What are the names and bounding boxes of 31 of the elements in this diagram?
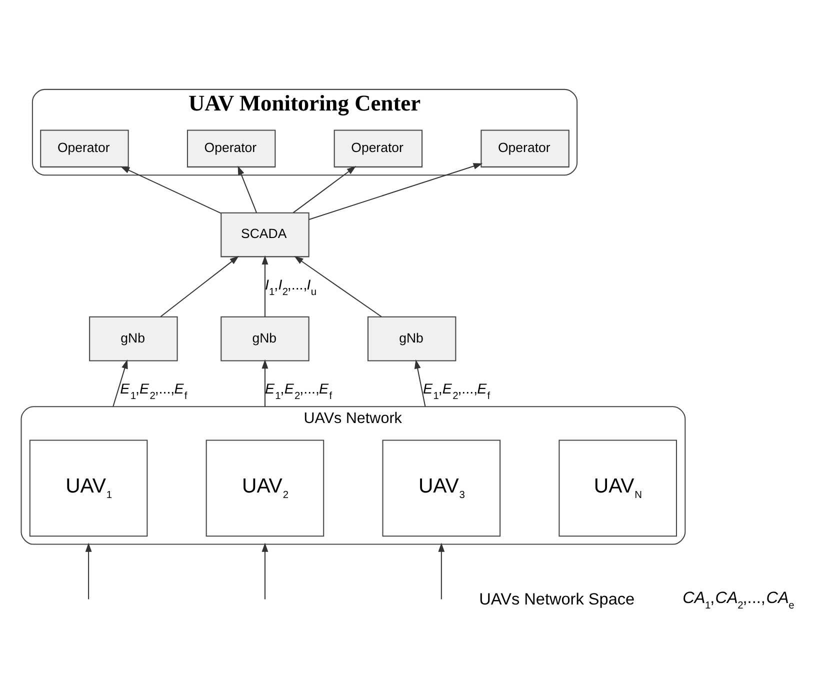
edge-label: E$_{1}$,E$_{2}$,...,E$_{f}$	[422, 381, 490, 402]
arrow	[120, 166, 221, 214]
node-box: gNb	[88, 316, 178, 361]
arrow	[84, 542, 92, 599]
edge-label: E$_{1}$,E$_{2}$,...,E$_{f}$	[120, 381, 187, 402]
node-box: UAV$_{1}$	[28, 439, 148, 536]
node-box: gNb	[366, 316, 456, 361]
arrow	[294, 256, 382, 317]
node-box: UAV$_{3}$	[382, 439, 500, 536]
label: CA$_{1}$,CA$_{2}$,...,CA$_{e}$	[682, 588, 794, 612]
edge-label: I$_{1}$,I$_{2}$,...,I$_{u}$	[264, 277, 316, 298]
node-box: Operator	[186, 129, 276, 167]
node-box: Operator	[40, 129, 128, 167]
node-box: UAV$_{N}$	[558, 439, 676, 536]
arrow	[292, 166, 356, 213]
node-box: Operator	[480, 129, 569, 167]
node-box: gNb	[220, 316, 309, 361]
edge-label: E$_{1}$,E$_{2}$,...,E$_{f}$	[264, 381, 332, 402]
arrow	[414, 358, 426, 406]
arrow	[160, 255, 238, 317]
arrow	[308, 162, 482, 220]
node-box: UAV$_{2}$	[205, 439, 324, 536]
arrow	[112, 358, 128, 406]
arrow	[237, 165, 256, 212]
node-box: SCADA	[220, 212, 309, 257]
arrow	[261, 358, 268, 406]
arrow	[261, 254, 268, 316]
arrow	[438, 542, 444, 599]
node-box: Operator	[333, 129, 422, 167]
label: UAVs Network Space	[478, 590, 634, 608]
arrow	[261, 542, 268, 599]
